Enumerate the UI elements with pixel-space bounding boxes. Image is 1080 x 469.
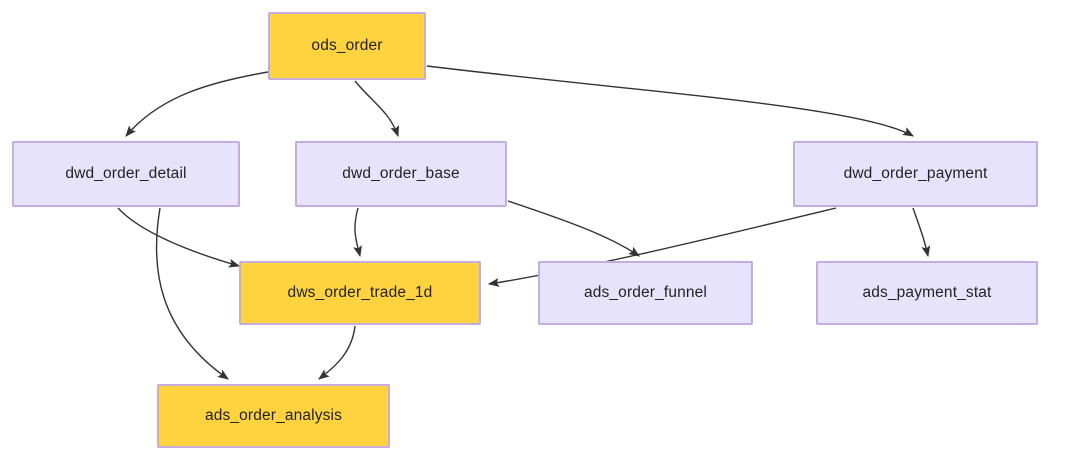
node-label-ads_order_funnel: ads_order_funnel [583, 284, 708, 301]
node-ads_order_analysis[interactable]: ads_order_analysis [157, 384, 390, 448]
node-ods_order[interactable]: ods_order [268, 12, 426, 80]
edge-dwd_order_detail-to-dws_order_trade_1d [117, 207, 241, 268]
node-ads_payment_stat[interactable]: ads_payment_stat [816, 261, 1038, 325]
node-ads_order_funnel[interactable]: ads_order_funnel [538, 261, 753, 325]
edge-ods_order-to-dwd_order_detail [125, 71, 269, 137]
edge-dws_order_trade_1d-to-ads_order_analysis [318, 325, 356, 380]
edge-dwd_order_base-to-dws_order_trade_1d [353, 207, 362, 258]
node-dws_order_trade_1d[interactable]: dws_order_trade_1d [239, 261, 481, 325]
node-label-dwd_order_detail: dwd_order_detail [65, 165, 187, 182]
edge-ods_order-to-dwd_order_payment [426, 65, 914, 137]
edge-dwd_order_payment-to-ads_payment_stat [912, 207, 931, 258]
node-dwd_order_detail[interactable]: dwd_order_detail [12, 141, 240, 207]
node-label-ads_order_analysis: ads_order_analysis [204, 407, 343, 424]
edge-dwd_order_base-to-ads_order_funnel [507, 200, 640, 257]
node-label-dwd_order_payment: dwd_order_payment [843, 165, 988, 182]
node-dwd_order_payment[interactable]: dwd_order_payment [793, 141, 1038, 207]
node-label-ads_payment_stat: ads_payment_stat [862, 284, 992, 301]
node-label-dwd_order_base: dwd_order_base [342, 165, 460, 182]
node-dwd_order_base[interactable]: dwd_order_base [295, 141, 507, 207]
edge-paths [117, 65, 931, 380]
edge-ods_order-to-dwd_order_base [354, 80, 400, 138]
edge-dwd_order_detail-to-ads_order_analysis [155, 207, 229, 380]
node-label-ods_order: ods_order [311, 37, 383, 54]
node-label-dws_order_trade_1d: dws_order_trade_1d [287, 284, 433, 301]
